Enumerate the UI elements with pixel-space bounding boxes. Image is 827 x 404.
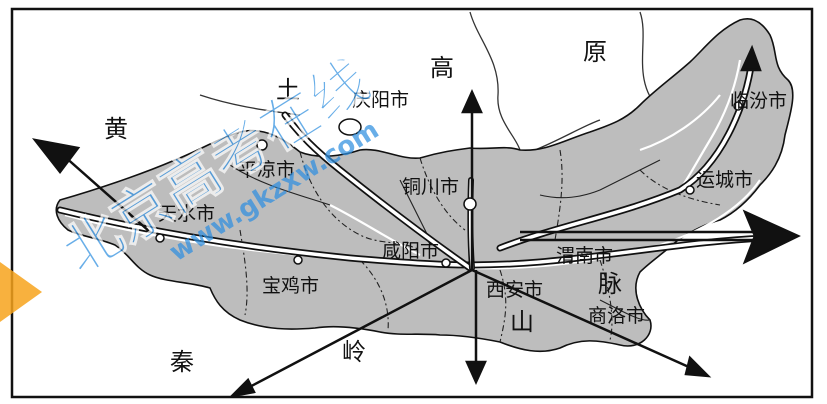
arrows (31, 44, 801, 398)
label-xianyang: 咸阳市 (382, 240, 439, 262)
marker-qingyang (338, 118, 362, 136)
region-shaded-area (55, 18, 794, 353)
arrow-southwest (239, 268, 473, 394)
marker-xianyang (441, 258, 451, 268)
arrow-west (54, 147, 151, 233)
arrow-south-head (465, 360, 487, 386)
label-yuncheng: 运城市 (696, 169, 753, 191)
arrow-east (520, 230, 760, 242)
label-linfen: 临汾市 (730, 90, 787, 112)
label-baoji: 宝鸡市 (262, 275, 319, 297)
arrow-southeast (471, 268, 701, 374)
marker-yuncheng (685, 185, 695, 195)
region-label-mai: 脉 (598, 270, 622, 298)
region-label-ling: 岭 (342, 338, 366, 366)
watermark-orange-mark (0, 262, 42, 322)
marker-pingliang (256, 139, 268, 151)
arrow-southeast-head (684, 355, 712, 378)
label-shangluo: 商洛市 (588, 305, 645, 327)
marker-tianshui (155, 233, 165, 243)
label-tianshui: 天水市 (158, 203, 215, 225)
arrow-east-head (742, 209, 801, 265)
region-label-huang: 黄 (104, 115, 128, 143)
label-weinan: 渭南市 (556, 245, 613, 267)
marker-baoji (293, 255, 303, 265)
internal-boundaries (239, 149, 721, 343)
label-tongchuan: 铜川市 (402, 176, 459, 198)
region-label-qin: 秦 (170, 348, 194, 376)
label-qingyang: 庆阳市 (352, 89, 409, 111)
arrow-northeast-head (740, 44, 762, 72)
marker-linfen (733, 101, 743, 111)
arrow-southwest-head (228, 377, 256, 398)
region-label-gao: 高 (430, 54, 454, 82)
marker-tongchuan (463, 197, 477, 211)
region-label-shan: 山 (510, 308, 534, 336)
arrow-north-head (461, 88, 483, 114)
city-markers (155, 101, 743, 268)
label-pingliang: 平凉市 (238, 159, 295, 181)
region-label-yuan: 原 (583, 38, 607, 66)
label-xian: 西安市 (486, 279, 543, 301)
arrow-west-head (31, 138, 81, 175)
region-label-tu: 土 (276, 76, 300, 104)
